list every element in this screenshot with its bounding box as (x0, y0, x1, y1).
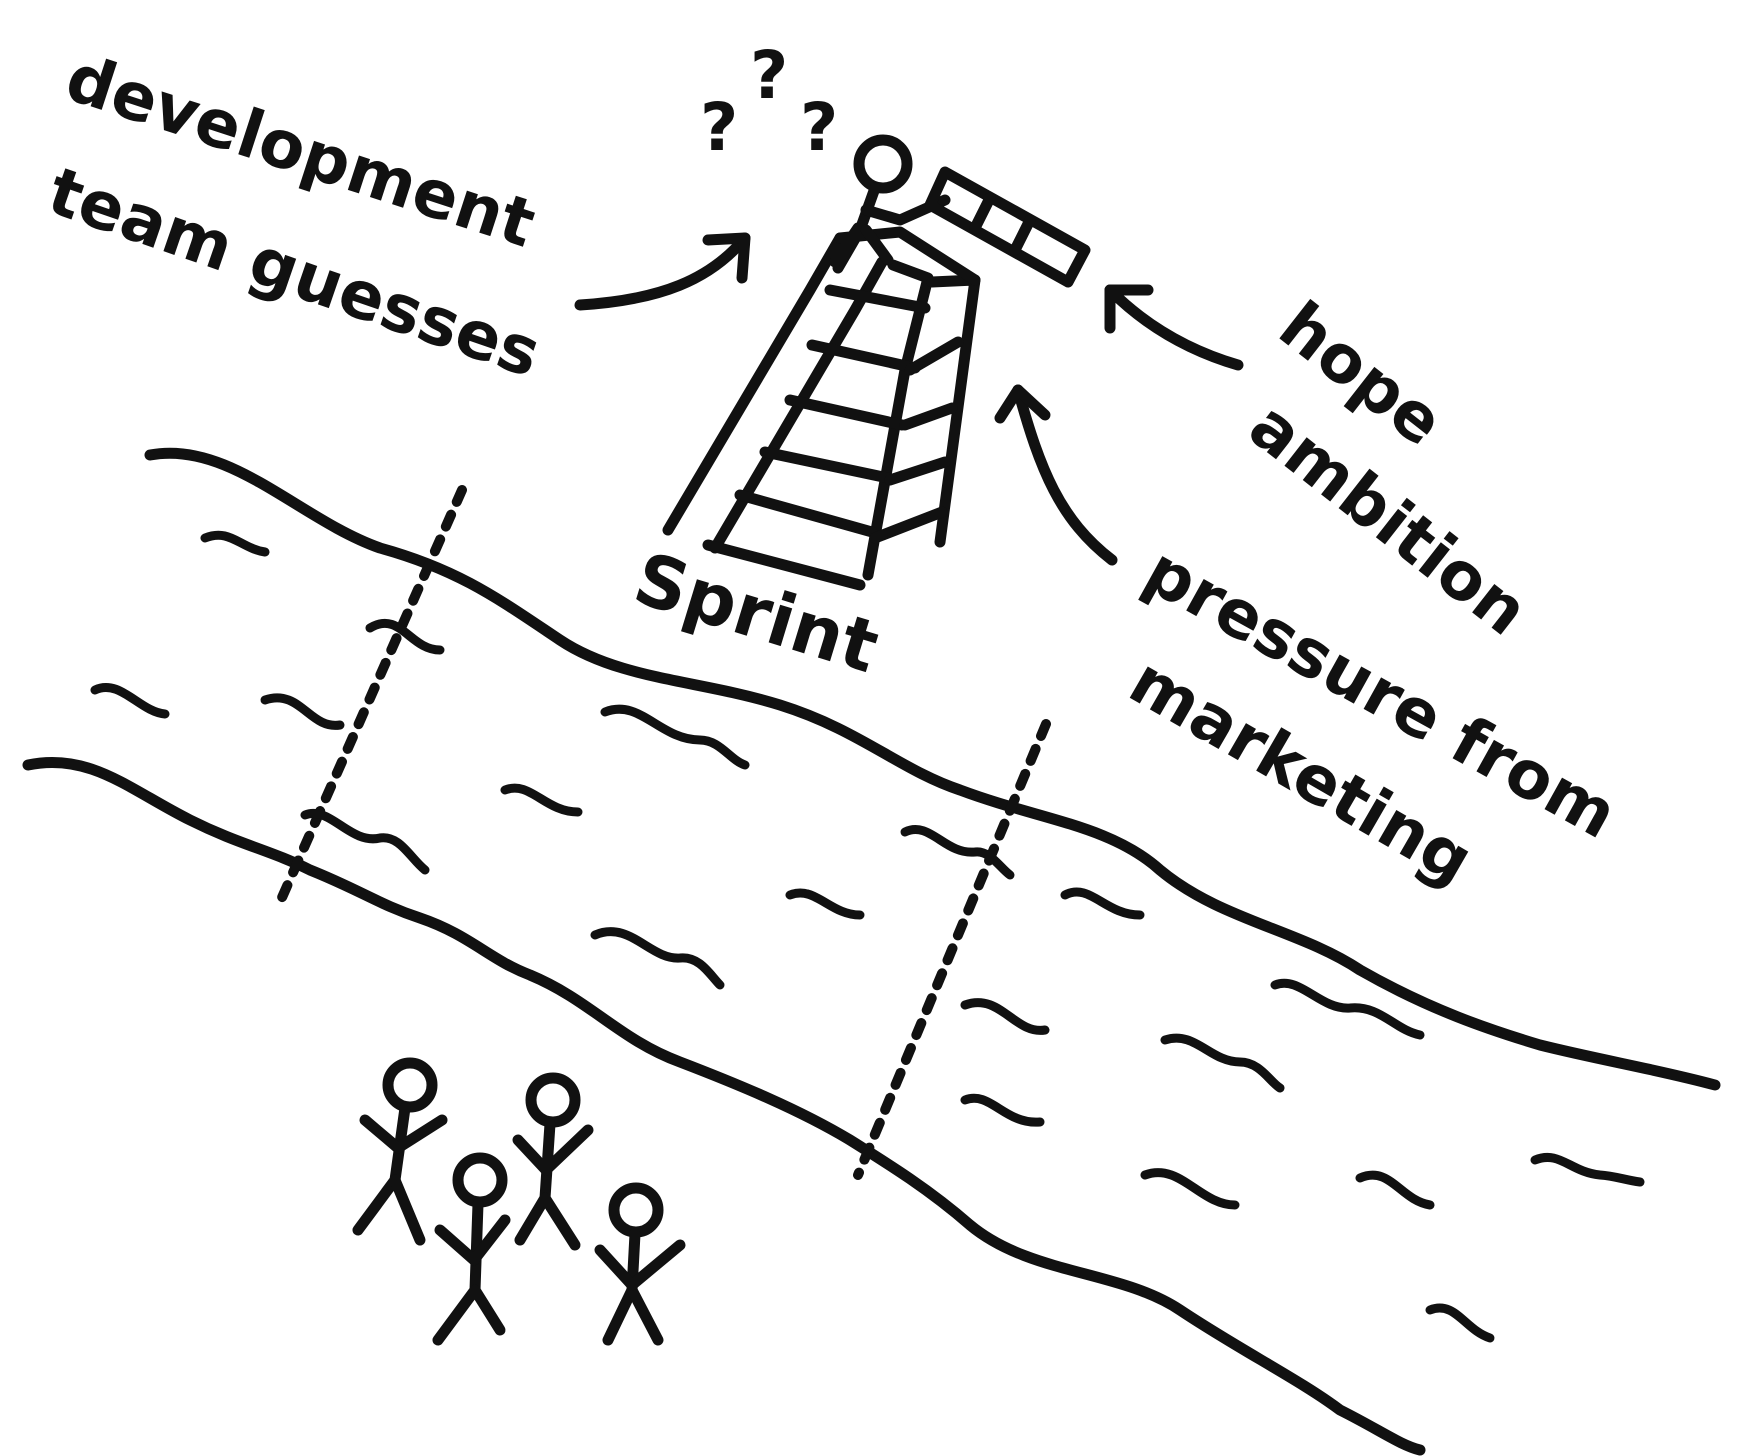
stick-figure-1 (352, 1057, 448, 1246)
team-stick-figures (352, 1057, 686, 1346)
question-marks: ? ? ? (700, 37, 838, 166)
question-mark-3: ? (800, 89, 838, 166)
arrow-hope-head (1104, 284, 1154, 334)
dotted-crossing-right (853, 719, 1051, 1180)
telescope-icon (924, 166, 1091, 288)
stick-figure-4 (594, 1182, 686, 1346)
arrow-pressure (1012, 384, 1118, 566)
ladder-icon (662, 226, 981, 591)
river-lower-bank (22, 756, 1426, 1456)
question-mark-2: ? (750, 37, 788, 114)
question-mark-1: ? (700, 89, 738, 166)
arrow-hope (1104, 284, 1244, 371)
arrow-dev-team-head (702, 232, 751, 284)
water-ripples (90, 530, 1645, 1343)
arrow-dev-team (574, 232, 751, 311)
dotted-crossing-left (275, 485, 467, 907)
stick-figure-2 (432, 1152, 511, 1346)
arrow-pressure-head (994, 384, 1051, 424)
stick-figure-3 (512, 1072, 594, 1251)
